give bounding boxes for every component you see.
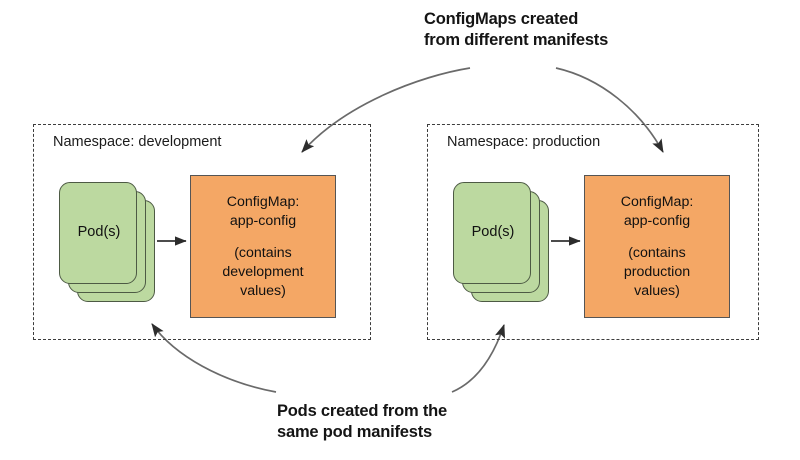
pod-label-development: Pod(s) xyxy=(77,224,121,240)
caption-configmaps-line1: ConfigMaps created xyxy=(424,10,579,28)
configmap-title-line2: app-config xyxy=(623,212,691,229)
configmap-detail-development: (contains development values) xyxy=(222,244,303,301)
configmap-detail-production: (contains production values) xyxy=(624,244,690,301)
pod-stack-production[interactable]: Pod(s) xyxy=(453,182,549,302)
pod-stack-development[interactable]: Pod(s) xyxy=(59,182,155,302)
configmap-detail-line2: production xyxy=(623,263,691,280)
configmap-title-production: ConfigMap: app-config xyxy=(621,193,694,231)
configmap-detail-line1: (contains xyxy=(234,244,292,261)
caption-pods: Pods created from the same pod manifests xyxy=(277,401,447,443)
caption-configmaps-line2: from different manifests xyxy=(424,31,609,49)
configmap-title-line1: ConfigMap: xyxy=(226,193,300,210)
configmap-detail-line3: values) xyxy=(634,282,680,299)
configmap-detail-line1: (contains xyxy=(628,244,686,261)
configmap-title-development: ConfigMap: app-config xyxy=(227,193,300,231)
caption-pods-line2: same pod manifests xyxy=(277,423,433,441)
configmap-detail-line2: development xyxy=(222,263,304,280)
namespace-label-production: Namespace: production xyxy=(447,134,601,150)
configmap-box-development[interactable]: ConfigMap: app-config (contains developmen… xyxy=(190,175,336,318)
namespace-box-development[interactable]: Namespace: development xyxy=(33,124,371,340)
pod-card-front[interactable]: Pod(s) xyxy=(453,182,531,284)
configmap-title-line2: app-config xyxy=(229,212,297,229)
configmap-title-line1: ConfigMap: xyxy=(620,193,694,210)
pod-card-front[interactable]: Pod(s) xyxy=(59,182,137,284)
namespace-box-production[interactable]: Namespace: production xyxy=(427,124,759,340)
configmap-detail-line3: values) xyxy=(240,282,286,299)
caption-pods-line1: Pods created from the xyxy=(277,402,448,420)
caption-configmaps: ConfigMaps created from different manifes… xyxy=(424,9,608,51)
configmap-box-production[interactable]: ConfigMap: app-config (contains production… xyxy=(584,175,730,318)
pod-label-production: Pod(s) xyxy=(471,224,515,240)
namespace-label-development: Namespace: development xyxy=(53,134,222,150)
